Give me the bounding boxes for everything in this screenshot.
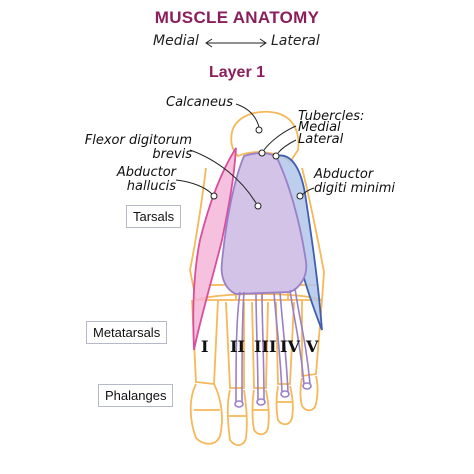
toe-numeral-1: I xyxy=(201,337,209,356)
tubercle-markers xyxy=(210,126,304,210)
diagram-title: MUSCLE ANATOMY xyxy=(154,8,320,27)
adm-label: Abductor digiti minimi xyxy=(314,168,395,196)
adm-label-line1: Abductor xyxy=(314,167,374,182)
medial-tubercle-label: Medial xyxy=(298,120,341,135)
metatarsals-box: Metatarsals xyxy=(86,321,168,344)
phalanges-toe-2 xyxy=(226,389,248,446)
phalanges-toe-3 xyxy=(251,389,270,436)
phalanges-toe-5 xyxy=(299,375,319,412)
phalanges-toe-1 xyxy=(189,383,223,445)
calcaneus-label: Calcaneus xyxy=(166,95,234,110)
calcaneus-marker xyxy=(255,126,263,134)
fdb-label-line2: brevis xyxy=(152,147,192,162)
medial-tubercle-marker xyxy=(258,149,266,157)
toe-numeral-2: II xyxy=(230,337,245,356)
toe-numeral-5: V xyxy=(306,337,319,356)
fdb-tendons xyxy=(234,287,312,408)
lateral-tubercle-label: Lateral xyxy=(298,132,344,147)
toe-numeral-3: III xyxy=(254,337,277,356)
fdb-label-line1: Flexor digitorum xyxy=(84,133,192,148)
metatarsal-4 xyxy=(275,301,295,385)
ah-label: Abductor hallucis xyxy=(112,166,176,194)
toe-numeral-4: IV xyxy=(280,337,300,356)
medial-lateral-arrow xyxy=(205,38,267,48)
phalanges-box: Phalanges xyxy=(98,384,174,407)
tubercles-label: Tubercles: xyxy=(298,109,365,124)
layer-heading: Layer 1 xyxy=(208,64,266,81)
adm-label-line2: digiti minimi xyxy=(314,181,395,196)
ah-label-line1: Abductor xyxy=(116,165,176,180)
adm-marker xyxy=(296,192,304,200)
medial-label: Medial xyxy=(153,33,199,49)
fdb-label: Flexor digitorum brevis xyxy=(82,134,192,162)
ah-marker xyxy=(210,192,218,200)
metatarsal-2 xyxy=(225,301,245,389)
ah-label-line2: hallucis xyxy=(126,179,176,194)
metatarsal-3 xyxy=(251,301,269,389)
phalanges-toe-4 xyxy=(275,385,294,426)
leader-lines xyxy=(175,103,315,204)
tarsals-box: Tarsals xyxy=(126,205,182,228)
fdb-marker xyxy=(254,202,262,210)
lateral-label: Lateral xyxy=(271,33,320,49)
tarsal-bones xyxy=(189,167,325,301)
abductor-hallucis-muscle xyxy=(192,147,237,351)
lateral-tubercle-marker xyxy=(272,152,280,160)
